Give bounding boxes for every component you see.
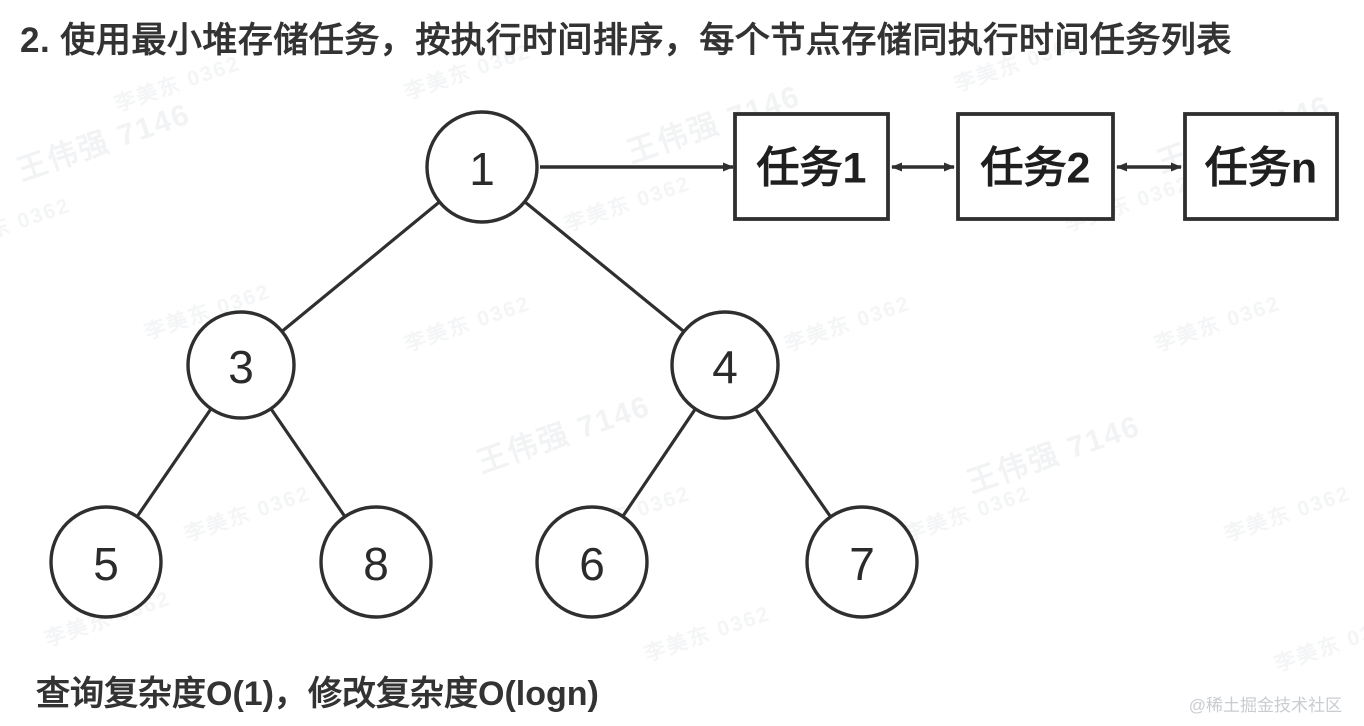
task-box-label-taskn: 任务n: [1205, 145, 1317, 193]
heap-node-8[interactable]: [319, 505, 433, 619]
heap-node-label-8: 8: [363, 538, 389, 590]
heap-node-label-3: 3: [228, 341, 254, 393]
heap-node-label-4: 4: [712, 341, 738, 393]
page-title: 2. 使用最小堆存储任务，按执行时间排序，每个节点存储同执行时间任务列表: [20, 21, 1232, 60]
heap-node-7[interactable]: [805, 505, 919, 619]
heap-node-4[interactable]: [670, 310, 780, 420]
tree-edge-root-n3: [280, 200, 441, 333]
task-box-label-task2: 任务2: [981, 145, 1091, 193]
tree-edge-n4-n7: [753, 407, 832, 518]
heap-node-1[interactable]: [425, 110, 539, 224]
heap-node-label-7: 7: [849, 538, 875, 590]
task-box-taskn[interactable]: [1183, 112, 1339, 221]
heap-node-6[interactable]: [535, 505, 649, 619]
task-box-task1[interactable]: [733, 112, 890, 221]
complexity-note: 查询复杂度O(1)，修改复杂度O(logn): [36, 675, 599, 713]
tree-edges: [135, 200, 832, 518]
heap-node-label-6: 6: [579, 538, 605, 590]
tree-edge-root-n4: [523, 200, 685, 333]
heap-node-label-1: 1: [469, 143, 495, 195]
task-box-task2[interactable]: [956, 112, 1115, 221]
tree-edge-n3-n8: [269, 407, 347, 518]
heap-node-5[interactable]: [49, 505, 163, 619]
heap-node-3[interactable]: [186, 310, 296, 420]
tree-nodes: 1 3 4 5 8 6 7: [49, 110, 919, 619]
heap-node-label-5: 5: [93, 538, 119, 590]
task-box-label-task1: 任务1: [757, 145, 867, 193]
tree-edge-n3-n5: [135, 407, 213, 518]
community-credit: @稀土掘金技术社区: [1188, 696, 1342, 715]
task-boxes: 任务1 任务2 任务n: [733, 112, 1339, 221]
tree-edge-n4-n6: [621, 408, 697, 518]
